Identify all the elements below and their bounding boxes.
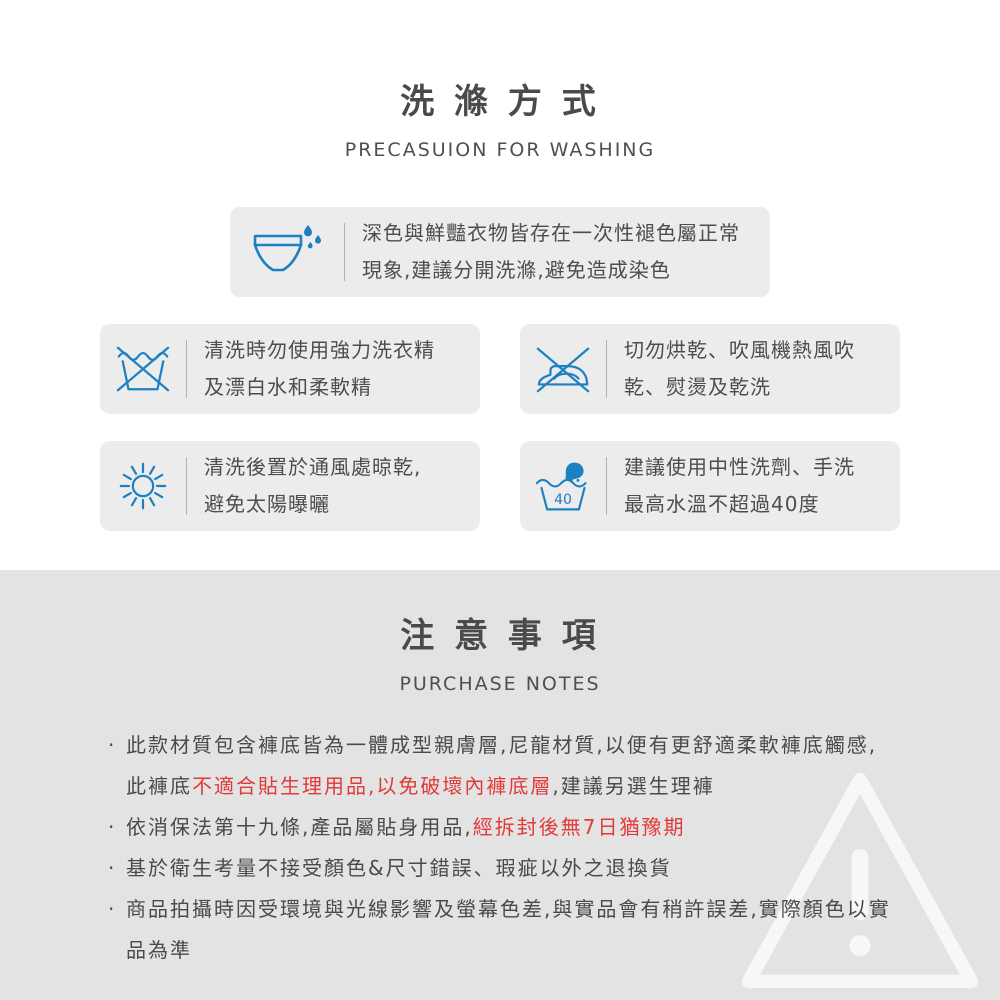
care-line-2: 乾、熨燙及乾洗 (624, 375, 771, 399)
card-divider (606, 340, 607, 398)
crossed-washtub-icon (100, 342, 186, 396)
note-text-segment-red: 經拆封後無7日猶豫期 (472, 815, 686, 839)
care-card-text: 清洗時勿使用強力洗衣精 及漂白水和柔軟精 (187, 332, 435, 406)
care-line-1: 清洗時勿使用強力洗衣精 (204, 338, 435, 362)
notes-section-title: 注 意 事 項 (400, 616, 600, 656)
notes-list: · 此款材質包含褲底皆為一體成型親膚層,尼龍材質,以便有更舒適柔軟褲底觸感, 此褲… (108, 725, 948, 971)
crossed-iron-icon (520, 342, 606, 396)
note-bullet: · (108, 897, 117, 921)
care-card-no-strong-detergent: 清洗時勿使用強力洗衣精 及漂白水和柔軟精 (100, 324, 480, 414)
care-card-text: 切勿烘乾、吹風機熱風吹 乾、熨燙及乾洗 (607, 332, 855, 406)
note-text-segment: 此褲底 (126, 774, 192, 798)
washing-method-section: 洗 滌 方 式 PRECASUION FOR WASHING (100, 82, 900, 531)
fade-notice-text: 深色與鮮豔衣物皆存在一次性褪色屬正常 現象,建議分開洗滌,避免造成染色 (345, 215, 740, 289)
hand-wash-40-icon: 40 (520, 457, 606, 515)
care-line-2: 及漂白水和柔軟精 (204, 375, 372, 399)
note-text-segment: ,建議另選生理褲 (552, 774, 715, 798)
note-item-line: · 基於衛生考量不接受顏色&尺寸錯誤、瑕疵以外之退換貨 (108, 848, 948, 889)
underwear-water-drops-icon (230, 223, 344, 281)
card-divider (606, 457, 607, 515)
washing-section-title: 洗 滌 方 式 (400, 82, 600, 122)
card-divider (186, 457, 187, 515)
note-text-segment: 依消保法第十九條,產品屬貼身用品, (126, 815, 473, 839)
warning-triangle-watermark (741, 772, 979, 989)
notice-line-2: 現象,建議分開洗滌,避免造成染色 (362, 258, 671, 282)
purchase-notes-section: 注 意 事 項 PURCHASE NOTES · 此款材質包含褲底皆為一體成型親膚… (0, 570, 1000, 1000)
care-line-2: 避免太陽曝曬 (204, 492, 330, 516)
care-line-1: 切勿烘乾、吹風機熱風吹 (624, 338, 855, 362)
purchase-notes-content: 注 意 事 項 PURCHASE NOTES · 此款材質包含褲底皆為一體成型親膚… (0, 608, 1000, 971)
note-bullet: · (108, 815, 117, 839)
card-divider (344, 223, 345, 281)
note-item-line: · 依消保法第十九條,產品屬貼身用品,經拆封後無7日猶豫期 (108, 807, 948, 848)
fade-notice-card: 深色與鮮豔衣物皆存在一次性褪色屬正常 現象,建議分開洗滌,避免造成染色 (230, 207, 770, 297)
note-item-line-continued: 品為準 (108, 930, 948, 971)
note-item-line: · 商品拍攝時因受環境與光線影響及螢幕色差,與實品會有稍許誤差,實際顏色以實 (108, 889, 948, 930)
note-text-segment: 品為準 (126, 938, 192, 962)
care-card-hand-wash-40: 40 建議使用中性洗劑、手洗 最高水溫不超過40度 (520, 441, 900, 531)
care-card-no-heat-dry: 切勿烘乾、吹風機熱風吹 乾、熨燙及乾洗 (520, 324, 900, 414)
note-text-segment-red: 不適合貼生理用品,以免破壞內褲底層 (192, 774, 553, 798)
note-bullet: · (108, 733, 117, 757)
note-text-segment: 商品拍攝時因受環境與光線影響及螢幕色差,與實品會有稍許誤差,實際顏色以實 (126, 897, 891, 921)
note-text-segment: 此款材質包含褲底皆為一體成型親膚層,尼龍材質,以便有更舒適柔軟褲底觸感, (126, 733, 878, 757)
note-item-line: · 此款材質包含褲底皆為一體成型親膚層,尼龍材質,以便有更舒適柔軟褲底觸感, (108, 725, 948, 766)
care-card-shade-dry: 清洗後置於通風處晾乾, 避免太陽曝曬 (100, 441, 480, 531)
care-card-text: 清洗後置於通風處晾乾, 避免太陽曝曬 (187, 449, 421, 523)
sun-icon (100, 459, 186, 513)
note-text-segment: 基於衛生考量不接受顏色&尺寸錯誤、瑕疵以外之退換貨 (126, 856, 672, 880)
washing-instructions-page: 洗 滌 方 式 PRECASUION FOR WASHING (0, 82, 1000, 1000)
care-card-text: 建議使用中性洗劑、手洗 最高水溫不超過40度 (607, 449, 855, 523)
care-line-1: 建議使用中性洗劑、手洗 (624, 455, 855, 479)
washing-section-subtitle: PRECASUION FOR WASHING (344, 139, 656, 161)
care-line-2: 最高水溫不超過40度 (624, 492, 820, 516)
note-item-line-continued: 此褲底不適合貼生理用品,以免破壞內褲底層,建議另選生理褲 (108, 766, 948, 807)
notice-line-1: 深色與鮮豔衣物皆存在一次性褪色屬正常 (362, 221, 740, 245)
care-card-grid: 清洗時勿使用強力洗衣精 及漂白水和柔軟精 (100, 324, 900, 531)
note-bullet: · (108, 856, 117, 880)
care-line-1: 清洗後置於通風處晾乾, (204, 455, 422, 479)
card-divider (186, 340, 187, 398)
notes-section-subtitle: PURCHASE NOTES (399, 673, 601, 695)
water-temp-label: 40 (554, 492, 572, 508)
